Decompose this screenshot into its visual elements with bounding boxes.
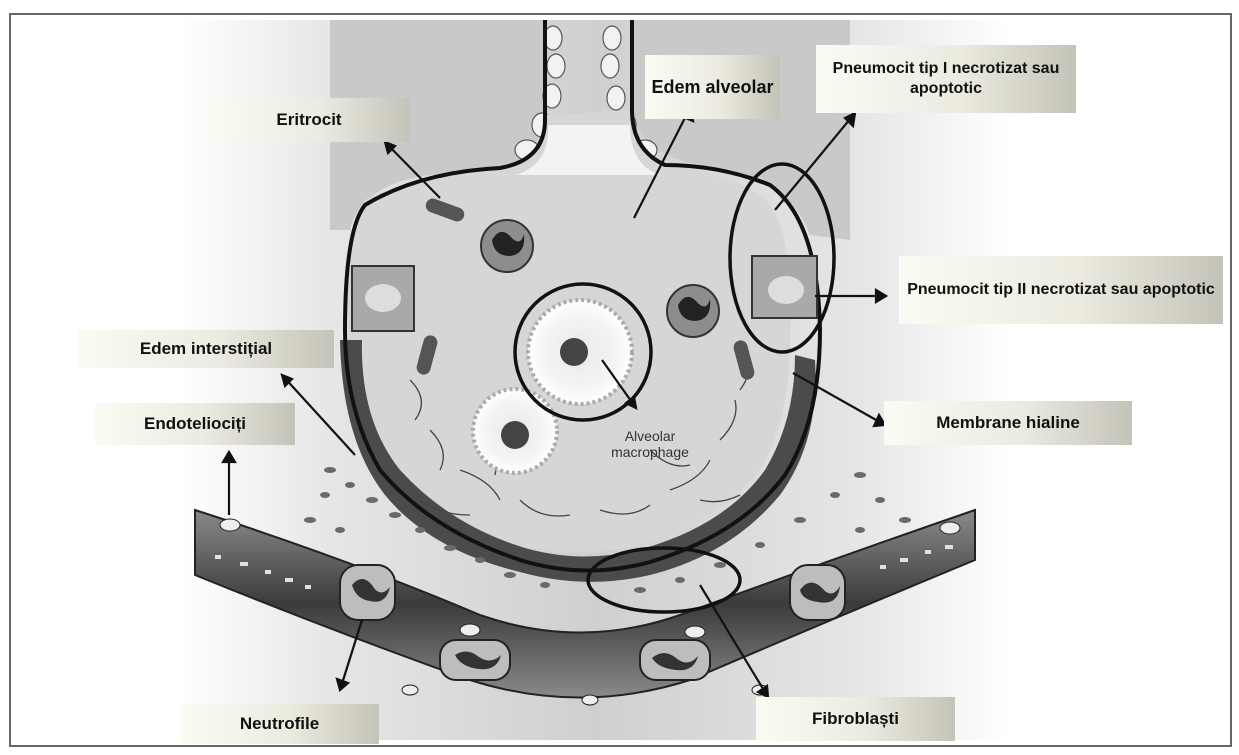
label-edem-alveolar: Edem alveolar — [645, 55, 780, 119]
label-alveolar-macrophage: Alveolar macrophage — [600, 428, 700, 460]
label-endoteliociti: Endoteliociți — [95, 403, 295, 445]
label-neutrofile: Neutrofile — [180, 704, 379, 744]
label-membrane-hialine: Membrane hialine — [884, 401, 1132, 445]
label-pneumocit-tip-ii: Pneumocit tip II necrotizat sau apoptoti… — [899, 256, 1223, 324]
label-edem-interstitial: Edem interstițial — [78, 330, 334, 368]
label-pneumocit-tip-i: Pneumocit tip I necrotizat sau apoptotic — [816, 45, 1076, 113]
label-eritrocit: Eritrocit — [208, 98, 410, 142]
label-fibroblasti: Fibroblaști — [756, 697, 955, 741]
